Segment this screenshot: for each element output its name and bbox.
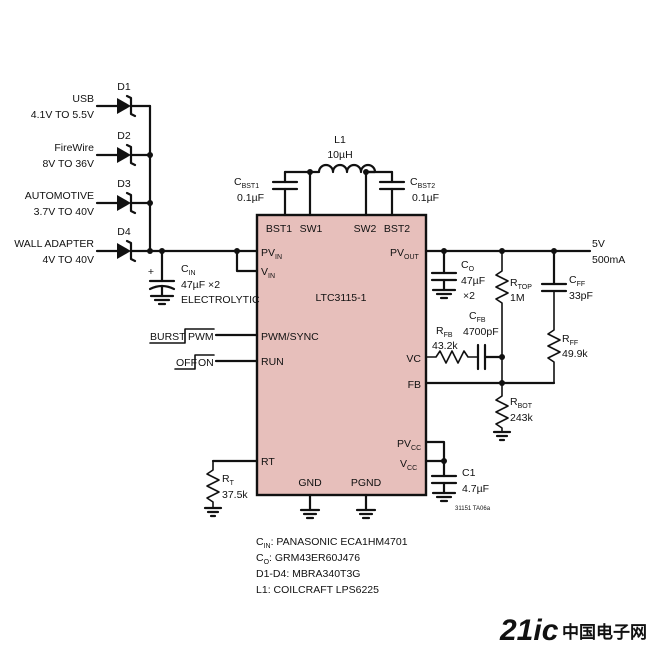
ic-part-name: LTC3115-1 bbox=[316, 292, 367, 304]
cbst1-ref: CBST1 bbox=[234, 176, 259, 190]
d3-source: AUTOMOTIVE bbox=[25, 190, 94, 202]
rt-ref: RT bbox=[222, 473, 235, 487]
ic-pin-labels: BST1 SW1 SW2 BST2 PVIN VIN PVOUT PWM/SYN… bbox=[261, 223, 421, 489]
d4-source: WALL ADAPTER bbox=[14, 238, 94, 250]
cin-note: ELECTROLYTIC bbox=[181, 294, 260, 306]
pin-sw2: SW2 bbox=[354, 223, 377, 235]
bom-diodes: D1-D4: MBRA340T3G bbox=[256, 568, 360, 580]
pin-pvcc: PVCC bbox=[397, 438, 421, 452]
pin-pvout: PVOUT bbox=[390, 247, 420, 261]
cbst1-value: 0.1µF bbox=[237, 192, 264, 204]
rff-ref: RFF bbox=[562, 333, 578, 347]
figure-id: 31151 TA06a bbox=[455, 506, 491, 512]
d2-ref: D2 bbox=[117, 130, 131, 142]
rtop-ref: RTOP bbox=[510, 277, 532, 291]
output-network: 5V 500mA CO 47µF ×2 RTOP 1M CFF 33pF RFF… bbox=[424, 238, 625, 442]
pin-vcc: VCC bbox=[400, 458, 417, 472]
cbst2-value: 0.1µF bbox=[412, 192, 439, 204]
pin-pgnd: PGND bbox=[351, 477, 382, 489]
co-ref: CO bbox=[461, 259, 475, 273]
on-label: ON bbox=[198, 357, 214, 369]
pin-bst1: BST1 bbox=[266, 223, 292, 235]
inductor-l1 bbox=[308, 163, 377, 174]
off-label: OFF bbox=[176, 357, 197, 369]
d1-source: USB bbox=[72, 93, 94, 105]
d1-range: 4.1V TO 5.5V bbox=[31, 109, 94, 121]
pwm-label: PWM bbox=[188, 331, 214, 343]
pin-pvin: PVIN bbox=[261, 247, 282, 261]
cbst2-ref: CBST2 bbox=[410, 176, 435, 190]
cfb-ref: CFB bbox=[469, 310, 486, 324]
pin-rt: RT bbox=[261, 456, 275, 468]
l1-ref: L1 bbox=[334, 134, 346, 146]
diode-d1: D1 USB 4.1V TO 5.5V bbox=[31, 81, 152, 121]
d2-source: FireWire bbox=[54, 142, 94, 154]
cin-value: 47µF ×2 bbox=[181, 279, 220, 291]
diode-d4: D4 WALL ADAPTER 4V TO 40V bbox=[14, 226, 152, 266]
d3-range: 3.7V TO 40V bbox=[34, 206, 94, 218]
co-value: 47µF bbox=[461, 275, 485, 287]
capacitor-cin: + CIN 47µF ×2 ELECTROLYTIC bbox=[148, 249, 260, 306]
rbot-value: 243k bbox=[510, 412, 534, 424]
bom-inductor: L1: COILCRAFT LPS6225 bbox=[256, 584, 379, 596]
pin-gnd: GND bbox=[298, 477, 322, 489]
cff-value: 33pF bbox=[569, 290, 593, 302]
ic-body bbox=[255, 213, 428, 497]
cin-ref: CIN bbox=[181, 263, 196, 277]
pin-fb: FB bbox=[408, 379, 421, 391]
rt-value: 37.5k bbox=[222, 489, 248, 501]
d4-ref: D4 bbox=[117, 226, 131, 238]
diode-d2: D2 FireWire 8V TO 36V bbox=[42, 130, 152, 170]
d1-ref: D1 bbox=[117, 81, 131, 93]
burst-label: BURST bbox=[150, 331, 186, 343]
watermark-cn-text: 中国电子网 bbox=[562, 622, 647, 642]
output-current: 500mA bbox=[592, 254, 625, 266]
pin-pwm-sync: PWM/SYNC bbox=[261, 331, 319, 343]
rbot-ref: RBOT bbox=[510, 396, 533, 410]
bom-co: CO: GRM43ER60J476 bbox=[256, 552, 360, 566]
control-inputs: BURST PWM OFF ON bbox=[149, 328, 259, 370]
d3-ref: D3 bbox=[117, 178, 131, 190]
top-network: CBST1 0.1µF L1 10µH CBST2 0.1µF bbox=[234, 134, 439, 217]
cff-ref: CFF bbox=[569, 274, 585, 288]
l1-value: 10µH bbox=[327, 149, 352, 161]
d4-range: 4V TO 40V bbox=[42, 254, 94, 266]
co-count: ×2 bbox=[463, 290, 475, 302]
output-voltage: 5V bbox=[592, 238, 605, 250]
watermark-logo: 21ic bbox=[499, 614, 559, 647]
cfb-value: 4700pF bbox=[463, 326, 499, 338]
diode-d3: D3 AUTOMOTIVE 3.7V TO 40V bbox=[25, 178, 152, 218]
d2-range: 8V TO 36V bbox=[42, 158, 94, 170]
c1-ref: C1 bbox=[462, 467, 476, 479]
cin-polarity: + bbox=[148, 266, 154, 278]
input-diodes: D1 USB 4.1V TO 5.5V D2 FireWire 8V TO 36… bbox=[14, 81, 153, 266]
c1-value: 4.7µF bbox=[462, 483, 489, 495]
pin-sw1: SW1 bbox=[300, 223, 323, 235]
pin-bst2: BST2 bbox=[384, 223, 410, 235]
rfb-value: 43.2k bbox=[432, 340, 458, 352]
vcc-network: C1 4.7µF 31151 TA06a bbox=[424, 440, 491, 512]
rtop-value: 1M bbox=[510, 292, 525, 304]
rt-network: RT 37.5k bbox=[203, 459, 259, 518]
bom-cin: CIN: PANASONIC ECA1HM4701 bbox=[256, 536, 408, 550]
watermark: 21ic 中国电子网 bbox=[499, 614, 647, 647]
pin-vc: VC bbox=[406, 353, 421, 365]
input-bus bbox=[148, 248, 259, 273]
pin-run: RUN bbox=[261, 356, 284, 368]
pin-vin: VIN bbox=[261, 266, 275, 280]
ground-pins bbox=[299, 493, 377, 520]
bom-notes: CIN: PANASONIC ECA1HM4701 CO: GRM43ER60J… bbox=[256, 536, 408, 596]
rff-value: 49.9k bbox=[562, 348, 588, 360]
rfb-ref: RFB bbox=[436, 325, 453, 339]
